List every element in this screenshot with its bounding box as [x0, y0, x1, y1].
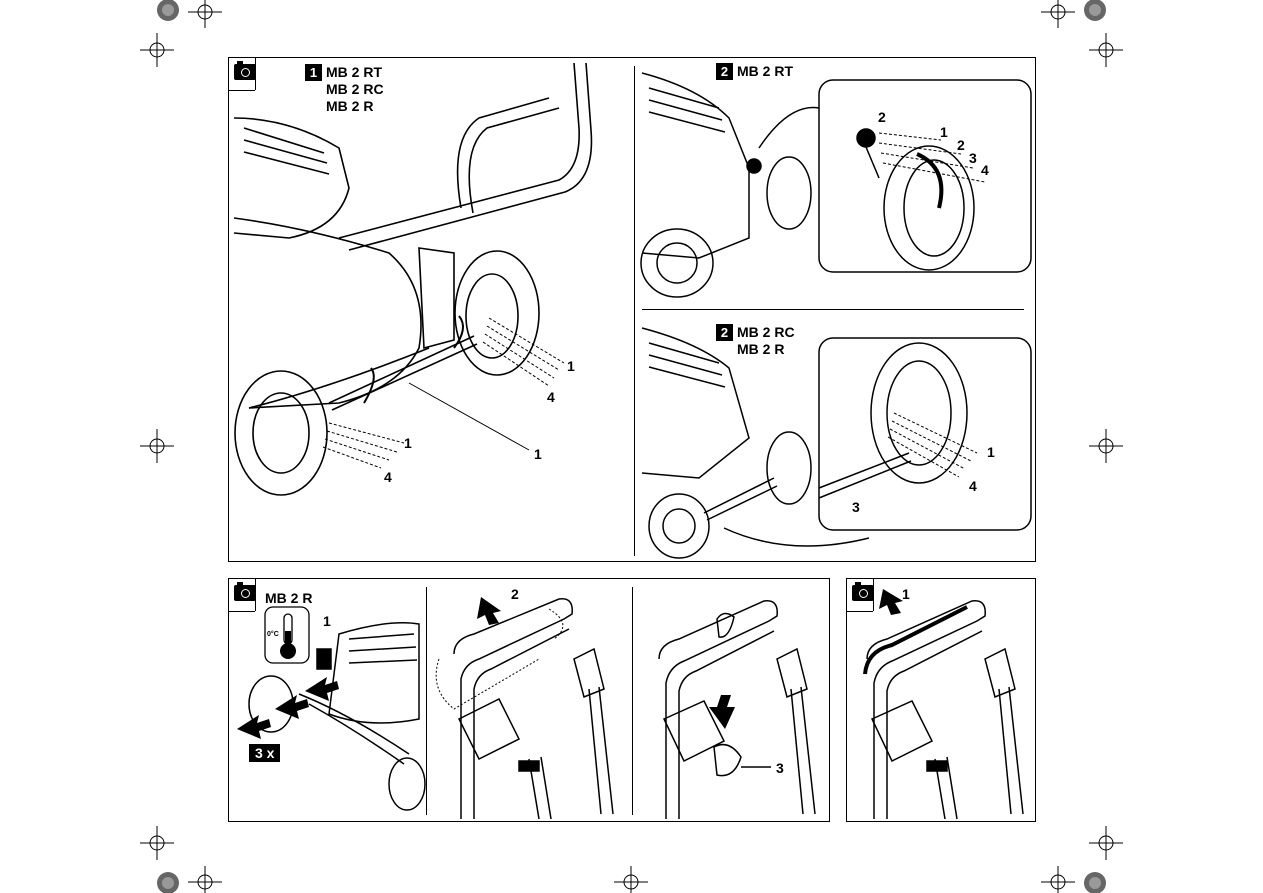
mower-height-adjust-illustration — [233, 62, 1032, 559]
callout-number: 1 — [940, 124, 948, 140]
callout-number: 2 — [878, 109, 886, 125]
start-procedure-illustration — [237, 597, 816, 820]
model-label: MB 2 RT — [737, 63, 793, 79]
callout-number: 2 — [957, 137, 965, 153]
callout-number: 3 — [776, 760, 784, 776]
step-badge: 2 — [716, 63, 733, 80]
callout-number: 3 — [969, 150, 977, 166]
model-label: MB 2 R — [265, 590, 313, 606]
panel-divider — [642, 309, 1024, 310]
step-badge: 1 — [305, 64, 322, 81]
camera-icon — [234, 61, 256, 80]
top-figure-panel: 1 MB 2 RT MB 2 RC MB 2 R 1 4 1 4 1 2 MB … — [228, 57, 1036, 562]
panel-divider — [229, 90, 255, 91]
callout-number: 4 — [969, 478, 977, 494]
panel-divider — [873, 579, 874, 611]
callout-number: 3 — [852, 499, 860, 515]
model-label: MB 2 R — [737, 341, 785, 357]
model-label: MB 2 RC — [326, 81, 384, 97]
callout-number: 1 — [323, 613, 331, 629]
callout-number: 4 — [384, 469, 392, 485]
panel-divider — [634, 66, 635, 556]
model-label: MB 2 RC — [737, 324, 795, 340]
panel-divider — [229, 611, 255, 612]
start-procedure-panel: MB 2 R 0°C 1 3 x 2 3 — [228, 578, 830, 822]
release-handle-illustration — [863, 589, 1024, 820]
repeat-count-badge: 3 x — [249, 744, 281, 762]
panel-divider — [632, 587, 633, 815]
panel-divider — [847, 611, 873, 612]
model-label: MB 2 RT — [326, 64, 382, 80]
callout-number: 4 — [547, 389, 555, 405]
panel-divider — [255, 58, 256, 90]
callout-number: 2 — [511, 586, 519, 602]
callout-number: 1 — [902, 586, 910, 602]
panel-divider — [255, 579, 256, 611]
camera-icon — [234, 582, 256, 601]
callout-number: 1 — [404, 435, 412, 451]
step-badge: 2 — [716, 324, 733, 341]
panel-divider — [426, 587, 427, 815]
callout-number: 1 — [567, 358, 575, 374]
camera-icon — [852, 582, 874, 601]
model-label: MB 2 R — [326, 98, 374, 114]
callout-number: 1 — [987, 444, 995, 460]
stop-procedure-panel: 1 — [846, 578, 1036, 822]
callout-number: 1 — [534, 446, 542, 462]
callout-number: 4 — [981, 162, 989, 178]
thermometer-label: 0°C — [267, 631, 279, 638]
